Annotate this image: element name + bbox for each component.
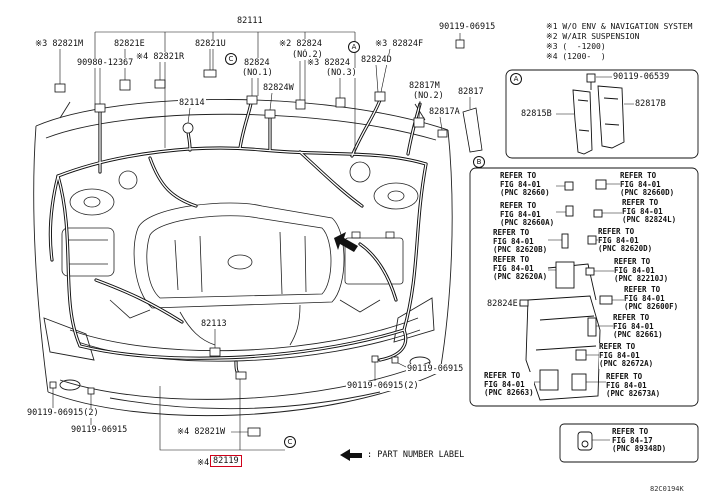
part-label-82824-no2[interactable]: ※2 82824 — [278, 39, 323, 49]
part-label-82824-no1-sub: (NO.1) — [241, 68, 274, 78]
reservoir-right — [349, 161, 371, 183]
refer-link-82620b[interactable]: REFER TO FIG 84-01 (PNC 82620B) — [493, 228, 548, 255]
part-label-82824-no3-sub: (NO.3) — [325, 68, 358, 78]
fuse-relay-block — [525, 295, 601, 401]
refer-link-82660a[interactable]: REFER TO FIG 84-01 (PNC 82660A) — [500, 201, 555, 228]
part-label-82824f[interactable]: ※3 82824F — [374, 39, 425, 49]
part-label-82817b[interactable]: 82817B — [634, 99, 667, 109]
refer-link-82210j[interactable]: REFER TO FIG 84-01 (PNC 82210J) — [614, 257, 669, 284]
part-number-label-legend: : PART NUMBER LABEL — [366, 450, 466, 460]
part-label-82821r[interactable]: ※4 82821R — [135, 52, 186, 62]
refer-link-82661[interactable]: REFER TO FIG 84-01 (PNC 82661) — [613, 313, 663, 340]
part-label-82817[interactable]: 82817 — [457, 87, 485, 97]
battery — [344, 237, 404, 285]
refer-link-89348d[interactable]: REFER TO FIG 84-17 (PNC 89348D) — [612, 427, 667, 454]
detail-c-frame — [559, 423, 699, 463]
refer-link-82660d[interactable]: REFER TO FIG 84-01 (PNC 82660D) — [620, 171, 675, 198]
refer-link-82620a[interactable]: REFER TO FIG 84-01 (PNC 82620A) — [493, 255, 548, 282]
headlight-left — [43, 317, 95, 361]
refer-link-82600f[interactable]: REFER TO FIG 84-01 (PNC 82600F) — [624, 285, 679, 312]
note-3: ※3 ( -1200) — [546, 42, 606, 51]
refer-link-82673a[interactable]: REFER TO FIG 84-01 (PNC 82673A) — [606, 372, 661, 399]
part-label-90980[interactable]: 90980-12367 — [76, 58, 135, 68]
part-label-90119-top[interactable]: 90119-06915 — [438, 22, 497, 32]
engine-cover — [133, 202, 345, 309]
part-number-label-arrow — [340, 449, 362, 461]
part-label-82821e[interactable]: 82821E — [113, 39, 146, 49]
part-label-82817m[interactable]: 82817M — [408, 81, 441, 91]
callout-c-top: C — [225, 53, 237, 65]
callout-c-bottom: C — [284, 436, 296, 448]
detail-c-part — [577, 431, 593, 451]
air-cleaner-box — [61, 227, 115, 277]
part-label-82824d[interactable]: 82824D — [360, 55, 393, 65]
note-2: ※2 W/AIR SUSPENSION — [546, 32, 640, 41]
part-label-82824-no3[interactable]: ※3 82824 — [306, 58, 351, 68]
connectors — [49, 39, 483, 437]
part-label-82119-note: ※4 — [196, 458, 211, 468]
part-label-90119-left-1[interactable]: 90119-06915(2) — [26, 408, 100, 418]
part-label-82824e[interactable]: 82824E — [486, 299, 519, 309]
refer-link-82824l[interactable]: REFER TO FIG 84-01 (PNC 82824L) — [622, 198, 677, 225]
part-label-82821w[interactable]: ※4 82821W — [176, 427, 227, 437]
refer-link-82660[interactable]: REFER TO FIG 84-01 (PNC 82660) — [500, 171, 550, 198]
refer-link-82663[interactable]: REFER TO FIG 84-01 (PNC 82663) — [484, 371, 534, 398]
figure-code: 82C0194K — [650, 485, 684, 493]
part-label-90119-right-2[interactable]: 90119-06915(2) — [346, 381, 420, 391]
part-label-82821u[interactable]: 82821U — [194, 39, 227, 49]
note-4: ※4 (1200- ) — [546, 52, 606, 61]
engine-components — [61, 161, 419, 346]
part-label-82815b[interactable]: 82815B — [520, 109, 553, 119]
part-label-90119-left-2[interactable]: 90119-06915 — [70, 425, 129, 435]
part-label-82817m-sub: (NO.2) — [412, 91, 445, 101]
part-label-82817a[interactable]: 82817A — [428, 107, 461, 117]
part-label-82824w[interactable]: 82824W — [262, 83, 295, 93]
bracket-82815b — [572, 89, 593, 155]
callout-b: B — [473, 156, 485, 168]
wire-harness — [48, 96, 428, 378]
detail-b-frame — [469, 167, 699, 407]
part-label-82114[interactable]: 82114 — [178, 98, 206, 108]
engine-emblem — [227, 254, 253, 270]
reservoir-left — [118, 170, 138, 190]
part-label-82113[interactable]: 82113 — [200, 319, 228, 329]
note-1: ※1 W/O ENV & NAVIGATION SYSTEM — [546, 22, 693, 31]
part-label-90119-right-1[interactable]: 90119-06915 — [406, 364, 465, 374]
detail-a-frame — [505, 69, 699, 159]
part-label-82824-no1[interactable]: 82824 — [243, 58, 271, 68]
vehicle-body — [33, 99, 453, 417]
refer-link-82620d[interactable]: REFER TO FIG 84-01 (PNC 82620D) — [598, 227, 653, 254]
part-label-82824-no2-sub: (NO.2) — [291, 50, 324, 60]
strut-tower-left — [69, 188, 115, 216]
part-label-90119-06539[interactable]: 90119-06539 — [612, 72, 671, 82]
strut-tower-right — [373, 182, 419, 210]
part-label-82119-selected[interactable]: 82119 — [210, 455, 242, 467]
pointer-arrow — [334, 232, 358, 252]
refer-link-82672a[interactable]: REFER TO FIG 84-01 (PNC 82672A) — [599, 342, 654, 369]
callout-a-detail: A — [510, 73, 522, 85]
part-label-82111[interactable]: 82111 — [236, 16, 264, 26]
callout-a-main: A — [348, 41, 360, 53]
part-label-82821m[interactable]: ※3 82821M — [34, 39, 85, 49]
bracket-82817b — [597, 85, 625, 149]
